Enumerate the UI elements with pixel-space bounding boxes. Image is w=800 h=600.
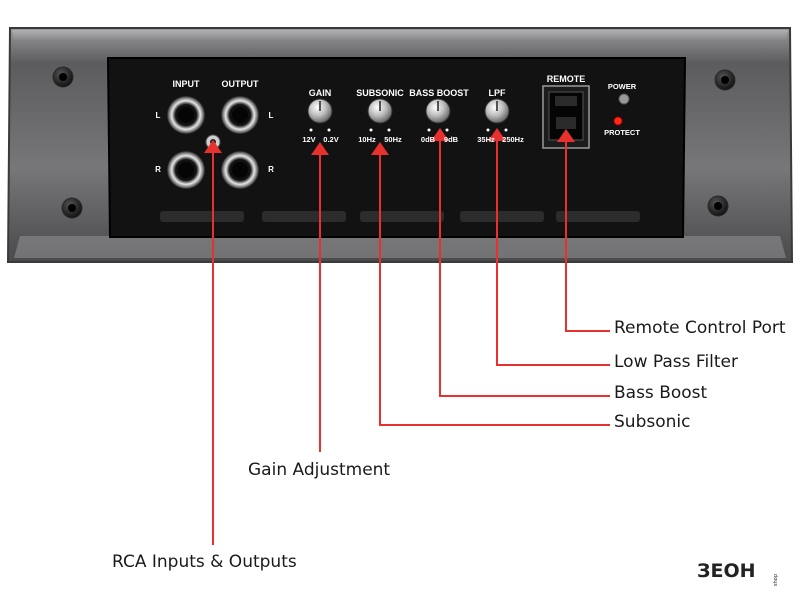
vent xyxy=(360,211,444,222)
vent xyxy=(460,211,544,222)
brand-tag: shop xyxy=(773,573,779,586)
subsonic-label: SUBSONIC xyxy=(356,88,404,98)
bass-boost-knob xyxy=(425,98,451,132)
gain-min-label: 12V xyxy=(302,135,316,144)
rca-input-left xyxy=(167,96,205,134)
callout-lines xyxy=(212,136,610,545)
bass-boost-min-label: 0dB xyxy=(420,135,436,144)
remote-label: REMOTE xyxy=(546,74,586,84)
subsonic-min-label: 10Hz xyxy=(358,135,376,144)
power-label: POWER xyxy=(607,82,637,91)
brand-logo-mark xyxy=(694,560,774,584)
callout-arrows xyxy=(204,128,575,155)
lpf-max-label: 250Hz xyxy=(502,135,524,144)
output-label: OUTPUT xyxy=(221,79,259,89)
brand-logo: ЗЕОН xyxy=(697,560,756,582)
rca-output-left xyxy=(221,96,259,134)
lpf-min-label: 35Hz xyxy=(477,135,495,144)
power-led xyxy=(618,93,630,105)
left-channel-label-out: L xyxy=(268,111,274,120)
callout-bass-boost: Bass Boost xyxy=(614,383,708,403)
remote-port xyxy=(542,85,590,149)
rca-input-right xyxy=(167,151,205,189)
subsonic-knob xyxy=(367,98,393,132)
lpf-label: LPF xyxy=(488,88,506,98)
gain-max-label: 0.2V xyxy=(323,135,339,144)
left-channel-label: L xyxy=(155,111,161,120)
callout-gain-adjustment: Gain Adjustment xyxy=(248,460,391,480)
protect-led xyxy=(613,116,623,126)
vent xyxy=(556,211,640,222)
callout-subsonic: Subsonic xyxy=(614,412,691,432)
subsonic-max-label: 50Hz xyxy=(384,135,402,144)
protect-label: PROTECT xyxy=(604,128,640,137)
vent xyxy=(262,211,346,222)
lpf-knob xyxy=(484,98,510,132)
gain-label: GAIN xyxy=(308,88,332,98)
right-channel-label: R xyxy=(155,165,161,174)
vent xyxy=(160,211,244,222)
callout-rca-inputs-outputs: RCA Inputs & Outputs xyxy=(112,552,297,572)
bass-boost-label: BASS BOOST xyxy=(409,88,469,98)
bass-boost-max-label: 9dB xyxy=(443,135,459,144)
gain-knob xyxy=(307,98,333,132)
input-label: INPUT xyxy=(172,79,200,89)
right-channel-label-out: R xyxy=(268,165,274,174)
rca-output-right xyxy=(221,151,259,189)
callout-low-pass-filter: Low Pass Filter xyxy=(614,352,739,372)
callout-remote-port: Remote Control Port xyxy=(614,318,786,338)
